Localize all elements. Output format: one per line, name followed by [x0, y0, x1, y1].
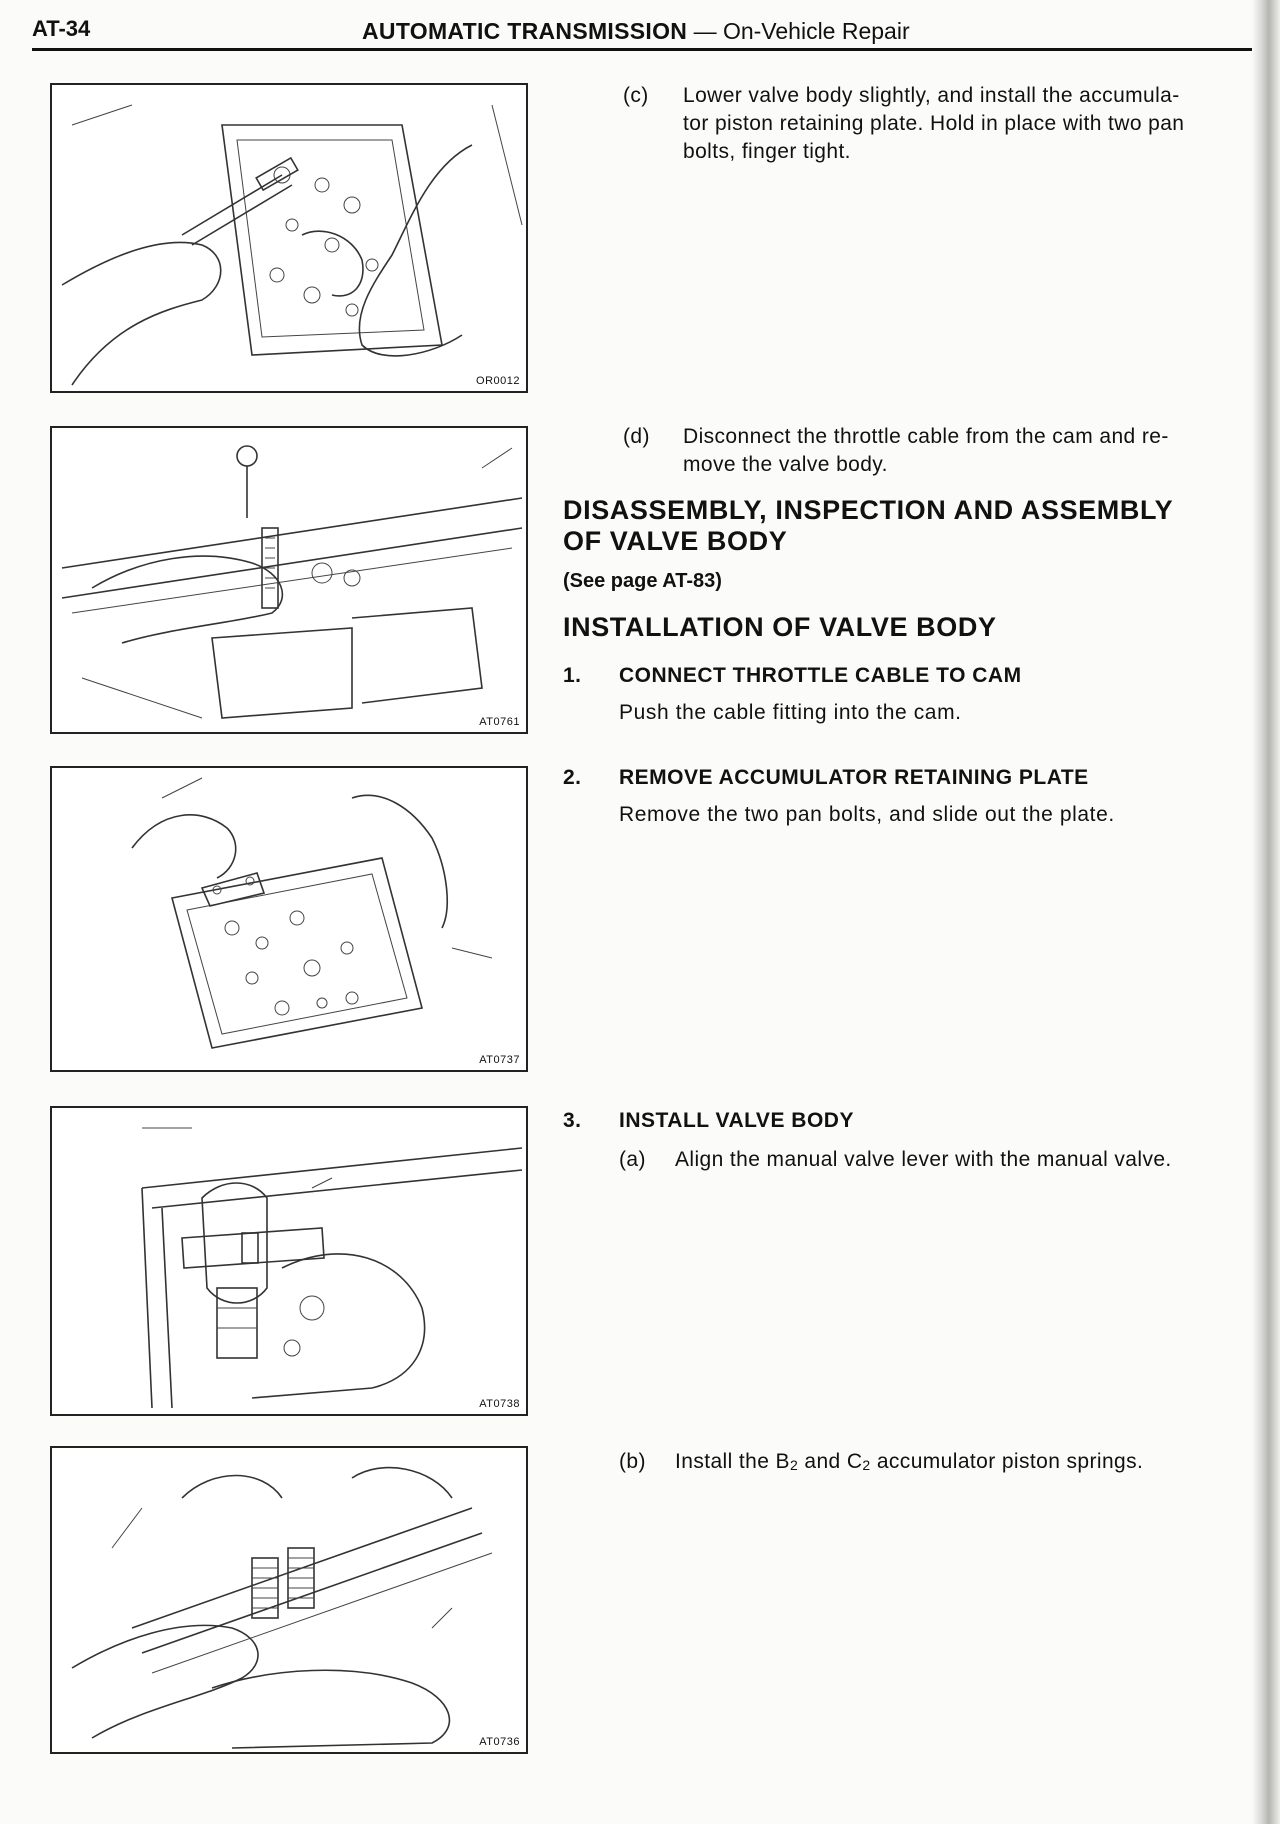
step-3b-text-pre: Install the B	[675, 1450, 790, 1473]
title-separator: —	[693, 18, 717, 44]
illustration-throttle-cable	[61, 445, 523, 719]
step-3b: (b) Install the B2 and C2 accumulator pi…	[619, 1448, 1249, 1478]
see-page-reference: (See page AT-83)	[563, 570, 722, 592]
step-2-body: Remove the two pan bolts, and slide out …	[619, 803, 1115, 826]
figure-code: AT0738	[479, 1398, 520, 1410]
figure-code: AT0737	[479, 1054, 520, 1066]
installation-heading: INSTALLATION OF VALVE BODY	[563, 612, 997, 642]
header-rule	[32, 48, 1260, 51]
section-title: AUTOMATIC TRANSMISSION	[362, 18, 688, 44]
step-3a-text: Align the manual valve lever with the ma…	[675, 1148, 1172, 1171]
illustration-valve-body-plate	[61, 104, 523, 386]
step-d-label: (d)	[623, 425, 650, 448]
figure-code: AT0736	[479, 1736, 520, 1748]
step-c-line: Lower valve body slightly, and install t…	[683, 84, 1180, 107]
illustration-manual-valve-lever	[141, 1127, 523, 1409]
disassembly-heading-line: OF VALVE BODY	[563, 526, 788, 556]
step-3b-text: Install the B2 and C2 accumulator piston…	[675, 1448, 1143, 1479]
step-3b-text-post: accumulator piston springs.	[870, 1450, 1144, 1473]
illustration-accumulator-springs	[71, 1466, 493, 1749]
disassembly-heading: DISASSEMBLY, INSPECTION AND ASSEMBLY OF …	[563, 495, 1173, 557]
running-title: AUTOMATIC TRANSMISSION — On-Vehicle Repa…	[362, 18, 910, 45]
page-number: AT-34	[32, 16, 91, 41]
step-c-line: tor piston retaining plate. Hold in plac…	[683, 112, 1185, 135]
figure-disconnect-throttle-cable: AT0761	[50, 426, 528, 734]
step-3a-label: (a)	[619, 1148, 646, 1171]
step-d: (d) Disconnect the throttle cable from t…	[623, 423, 1243, 483]
page-header: AT-34 AUTOMATIC TRANSMISSION — On-Vehicl…	[32, 12, 1260, 52]
disassembly-heading-line: DISASSEMBLY, INSPECTION AND ASSEMBLY	[563, 495, 1174, 525]
figure-code: OR0012	[476, 375, 520, 387]
step-3b-text-mid: and C	[798, 1450, 863, 1473]
step-2-title: REMOVE ACCUMULATOR RETAINING PLATE	[619, 766, 1089, 789]
step-d-line: move the valve body.	[683, 453, 888, 476]
step-d-line: Disconnect the throttle cable from the c…	[683, 425, 1169, 448]
page-edge-shadow	[1252, 0, 1280, 1824]
illustration-accumulator-retaining-plate	[131, 777, 493, 1049]
step-c: (c) Lower valve body slightly, and insta…	[623, 82, 1243, 172]
step-c-label: (c)	[623, 84, 649, 107]
figure-manual-valve-lever: AT0738	[50, 1106, 528, 1416]
step-3-number: 3.	[563, 1109, 582, 1132]
b2-subscript: 2	[789, 1457, 799, 1473]
step-c-line: bolts, finger tight.	[683, 140, 851, 163]
step-1-body: Push the cable fitting into the cam.	[619, 701, 962, 724]
figure-lower-valve-body: OR0012	[50, 83, 528, 393]
step-c-text: Lower valve body slightly, and install t…	[683, 82, 1184, 166]
figure-accumulator-springs: AT0736	[50, 1446, 528, 1754]
subsection-title: On-Vehicle Repair	[722, 18, 910, 44]
step-3a: (a) Align the manual valve lever with th…	[619, 1146, 1249, 1176]
step-d-text: Disconnect the throttle cable from the c…	[683, 423, 1169, 479]
figure-retaining-plate: AT0737	[50, 766, 528, 1072]
step-2-number: 2.	[563, 766, 582, 789]
figure-code: AT0761	[479, 716, 520, 728]
step-1-title: CONNECT THROTTLE CABLE TO CAM	[619, 664, 1022, 687]
c2-subscript: 2	[862, 1457, 871, 1473]
step-1-number: 1.	[563, 664, 582, 687]
step-3b-label: (b)	[619, 1450, 646, 1473]
step-3-title: INSTALL VALVE BODY	[619, 1109, 854, 1132]
